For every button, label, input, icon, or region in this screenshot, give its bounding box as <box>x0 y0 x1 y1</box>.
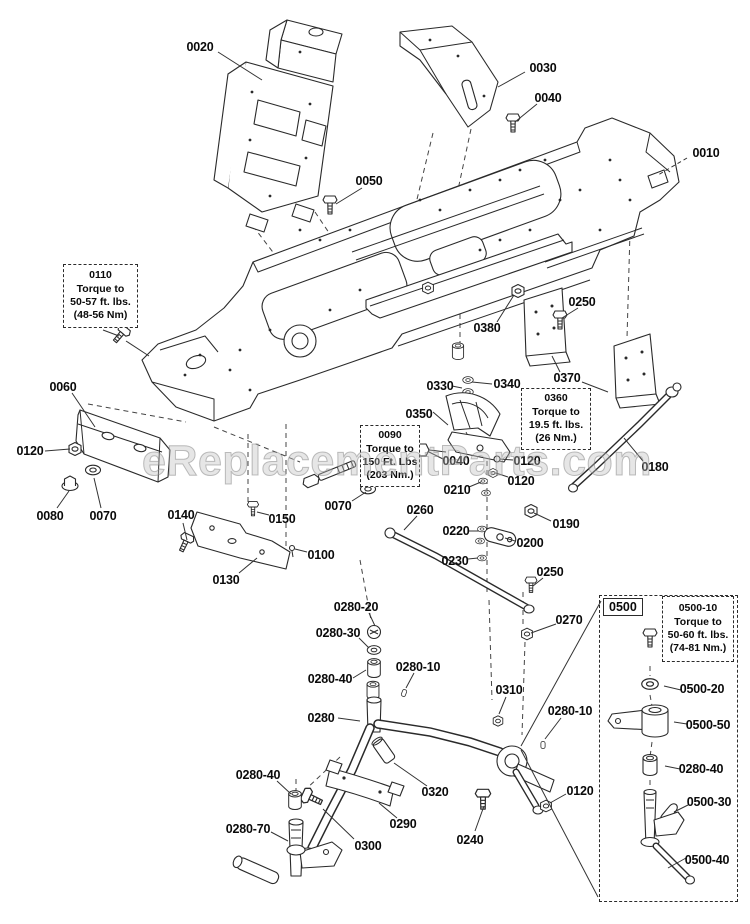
part-label-0120-17: 0120 <box>513 454 541 468</box>
kit-0500-region: 0500 <box>599 595 738 902</box>
part-label-0240-44: 0240 <box>456 833 484 847</box>
kit-0500-label: 0500 <box>603 598 643 616</box>
part-label-0350-10: 0350 <box>405 407 433 421</box>
part-label-0210-19: 0210 <box>443 483 471 497</box>
part-label-0040-2: 0040 <box>534 91 562 105</box>
part-label-0500-30-49: 0500-30 <box>686 795 732 809</box>
kingpin-stack <box>366 624 408 733</box>
part-label-0250-6: 0250 <box>568 295 596 309</box>
pivot-bolt-0090 <box>302 460 357 489</box>
part-label-0270-28: 0270 <box>555 613 583 627</box>
part-label-0280-10-40: 0280-10 <box>547 704 593 718</box>
part-label-0220-23: 0220 <box>442 524 470 538</box>
support-bracket-0030 <box>399 25 499 128</box>
axle-brace-0290 <box>325 759 405 807</box>
steering-arm-0500-50 <box>607 704 669 738</box>
part-label-0100-29: 0100 <box>307 548 335 562</box>
part-label-0330-8: 0330 <box>426 379 454 393</box>
leader-lines <box>44 51 689 898</box>
part-label-0280-40-48: 0280-40 <box>678 762 724 776</box>
frame-holes <box>183 158 632 392</box>
part-label-0070-20: 0070 <box>324 499 352 513</box>
part-label-0190-24: 0190 <box>552 517 580 531</box>
mounting-brackets-0370 <box>523 287 661 409</box>
part-label-0020-0: 0020 <box>186 40 214 54</box>
part-label-0230-26: 0230 <box>441 554 469 568</box>
part-label-0310-39: 0310 <box>495 683 523 697</box>
part-label-0130-30: 0130 <box>212 573 240 587</box>
part-label-0010-3: 0010 <box>692 146 720 160</box>
part-label-0500-20-46: 0500-20 <box>679 682 725 696</box>
part-label-0280-40-34: 0280-40 <box>307 672 353 686</box>
part-label-0320-41: 0320 <box>421 785 449 799</box>
part-label-0060-11: 0060 <box>49 380 77 394</box>
part-label-0050-4: 0050 <box>355 174 383 188</box>
dash-support-0020 <box>213 19 343 233</box>
part-label-0120-18: 0120 <box>507 474 535 488</box>
part-label-0070-14: 0070 <box>89 509 117 523</box>
part-label-0500-40-50: 0500-40 <box>684 853 730 867</box>
linkage-fasteners <box>475 455 538 641</box>
part-label-0030-1: 0030 <box>529 61 557 75</box>
steering-rod-0260 <box>384 527 535 614</box>
part-label-0380-5: 0380 <box>473 321 501 335</box>
drag-link-0180 <box>567 382 682 493</box>
part-label-0500-50-47: 0500-50 <box>685 718 731 732</box>
part-label-0260-22: 0260 <box>406 503 434 517</box>
left-fasteners <box>61 113 568 558</box>
part-label-0300-43: 0300 <box>354 839 382 853</box>
part-label-0280-40-37: 0280-40 <box>235 768 281 782</box>
spindle-0500-40 <box>640 788 696 885</box>
part-label-0150-21: 0150 <box>268 512 296 526</box>
part-label-0280-70-38: 0280-70 <box>225 822 271 836</box>
front-bumper-0060 <box>75 409 171 483</box>
part-label-0080-13: 0080 <box>36 509 64 523</box>
part-label-0280-20-32: 0280-20 <box>333 600 379 614</box>
pivot-bracket-0350 <box>302 342 511 495</box>
part-label-0280-10-35: 0280-10 <box>395 660 441 674</box>
part-label-0370-7: 0370 <box>553 371 581 385</box>
part-label-0120-45: 0120 <box>566 784 594 798</box>
reinforcement-plate-0130 <box>190 511 291 570</box>
part-label-0040-16: 0040 <box>442 454 470 468</box>
spacer-0320 <box>371 736 396 764</box>
part-label-0290-42: 0290 <box>389 817 417 831</box>
frame-0010 <box>141 117 680 422</box>
part-label-0340-9: 0340 <box>493 377 521 391</box>
part-label-0280-36: 0280 <box>307 711 335 725</box>
part-label-0250-27: 0250 <box>536 565 564 579</box>
part-label-0180-31: 0180 <box>641 460 669 474</box>
part-label-0200-25: 0200 <box>516 536 544 550</box>
kit-0500-parts <box>607 628 696 885</box>
left-spindle-0280-70 <box>232 790 343 885</box>
part-label-0120-12: 0120 <box>16 444 44 458</box>
part-label-0140-15: 0140 <box>167 508 195 522</box>
part-label-0280-30-33: 0280-30 <box>315 626 361 640</box>
